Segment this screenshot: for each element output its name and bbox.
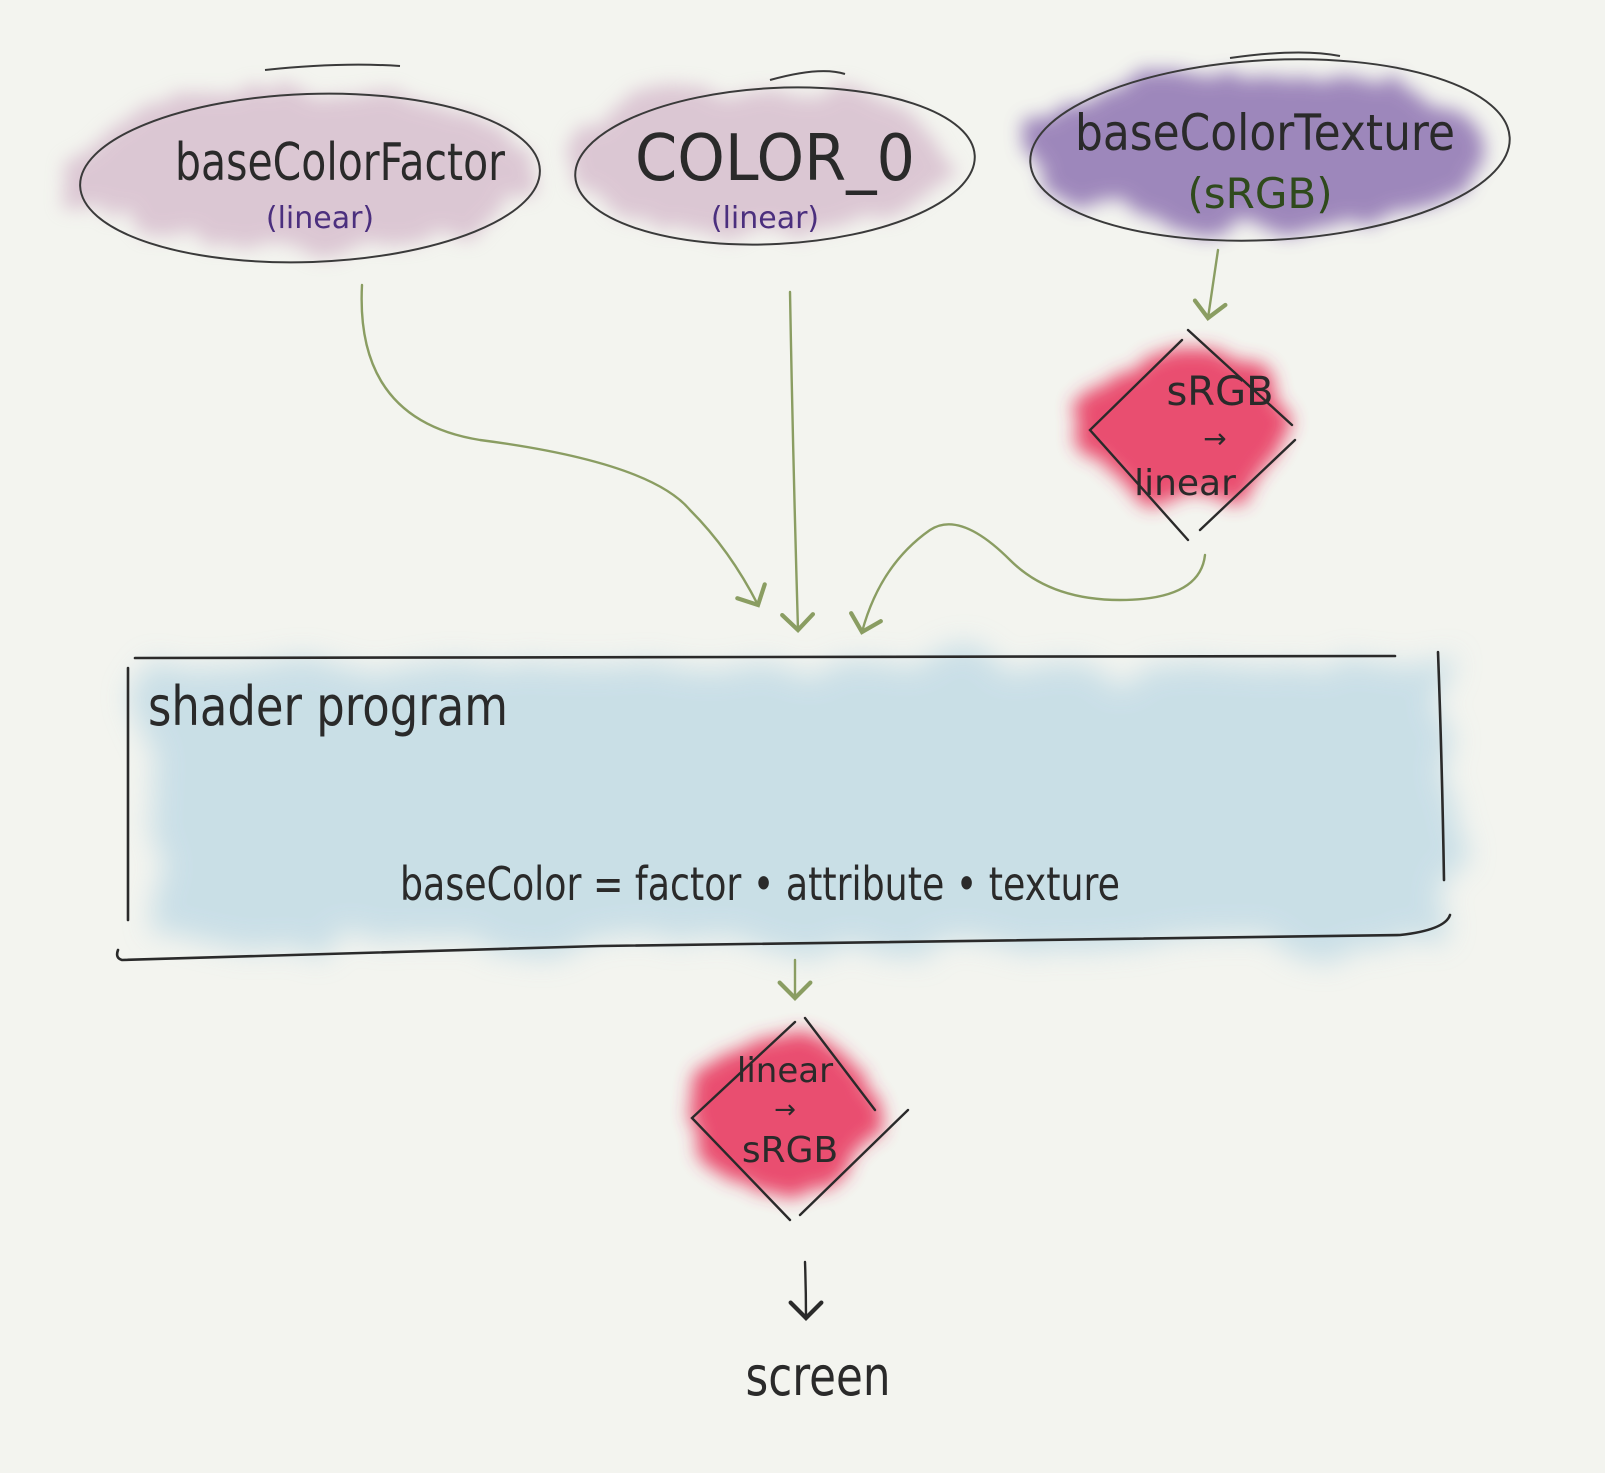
input-space: (sRGB) (1187, 169, 1332, 218)
conversion-from: linear (737, 1051, 833, 1091)
edge-color0-to-shader (780, 290, 816, 633)
input-outline-tail (769, 70, 846, 81)
input-space: (linear) (266, 201, 374, 236)
input-base-color-texture: baseColorTexture (sRGB) (1029, 51, 1511, 242)
encode-conversion-node: linear → sRGB (690, 1016, 910, 1222)
input-wash (1030, 70, 1480, 230)
shader-title: shader program (148, 675, 508, 738)
edge-factor-to-shader (360, 283, 767, 608)
shader-program-box: shader program baseColor = factor • attr… (115, 650, 1452, 962)
input-outline (1029, 58, 1511, 242)
input-space: (linear) (711, 201, 819, 236)
input-outline-tail (264, 63, 401, 71)
conversion-arrow: → (774, 1095, 796, 1125)
conversion-outline (1088, 328, 1297, 542)
conversion-arrow: → (1203, 422, 1226, 455)
edge-texture-to-decode (1192, 248, 1228, 321)
decode-conversion-node: sRGB → linear (1085, 328, 1297, 542)
input-name: baseColorFactor (175, 133, 505, 193)
input-outline-tail (1229, 51, 1341, 59)
input-base-color-factor: baseColorFactor (linear) (65, 63, 541, 264)
edge-encode-to-screen (788, 1260, 824, 1321)
output-label: screen (746, 1345, 891, 1408)
conversion-outline (690, 1016, 910, 1222)
input-name: COLOR_0 (635, 122, 915, 196)
shader-wash (150, 665, 1450, 945)
conversion-to: sRGB (742, 1130, 838, 1171)
shader-equation: baseColor = factor • attribute • texture (400, 857, 1120, 911)
shader-outline (115, 650, 1452, 962)
conversion-to: linear (1134, 463, 1236, 504)
input-outline (574, 86, 976, 246)
input-wash (65, 90, 535, 250)
input-name: baseColorTexture (1075, 104, 1455, 162)
input-wash (570, 85, 950, 235)
input-outline (79, 92, 541, 264)
edge-decode-to-shader (849, 523, 1207, 635)
conversion-from: sRGB (1166, 369, 1273, 415)
input-color-0: COLOR_0 (linear) (570, 70, 976, 246)
